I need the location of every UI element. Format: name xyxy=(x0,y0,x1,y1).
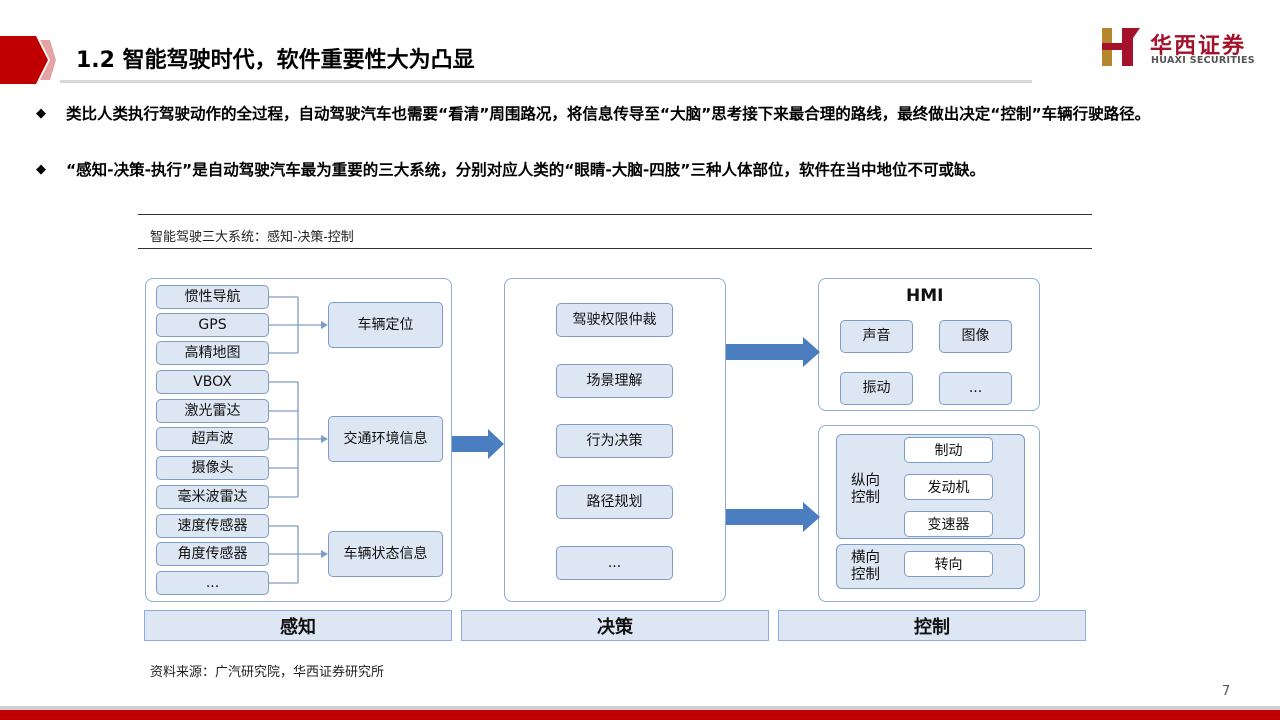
decision-item-box: ... xyxy=(556,546,673,580)
longitudinal-item-box: 制动 xyxy=(904,437,993,463)
sensor-box: 超声波 xyxy=(156,427,269,451)
control-label-bar: 控制 xyxy=(778,610,1086,641)
decision-label-bar: 决策 xyxy=(461,610,769,641)
title-divider xyxy=(60,80,1032,83)
longitudinal-item-box: 发动机 xyxy=(904,474,993,500)
sensor-box: 高精地图 xyxy=(156,341,269,365)
hmi-title: HMI xyxy=(906,286,944,306)
bullet-item: ◆ 类比人类执行驾驶动作的全过程，自动驾驶汽车也需要“看清”周围路况，将信息传导… xyxy=(36,102,1216,126)
figure-caption-rule xyxy=(138,248,1092,249)
figure-source: 资料来源：广汽研究院，华西证券研究所 xyxy=(150,665,385,680)
decision-item-box: 路径规划 xyxy=(556,485,673,519)
lateral-item-box: 转向 xyxy=(904,551,993,577)
sensor-box: 角度传感器 xyxy=(156,542,269,566)
sensor-box: 毫米波雷达 xyxy=(156,485,269,509)
decision-item-box: 行为决策 xyxy=(556,424,673,458)
figure-top-rule xyxy=(138,214,1092,215)
bullet-item: ◆ “感知-决策-执行”是自动驾驶汽车最为重要的三大系统，分别对应人类的“眼睛-… xyxy=(36,158,1216,182)
page-number: 7 xyxy=(1222,684,1231,699)
title-red-tab xyxy=(0,36,56,84)
perception-output-box: 车辆定位 xyxy=(328,302,443,348)
perception-label-bar: 感知 xyxy=(144,610,452,641)
sensor-box: 惯性导航 xyxy=(156,285,269,309)
footer-grey-band xyxy=(0,706,1280,710)
perception-output-box: 交通环境信息 xyxy=(328,416,443,462)
sensor-box: ... xyxy=(156,571,269,595)
decision-item-box: 驾驶权限仲裁 xyxy=(556,303,673,337)
diamond-bullet-icon: ◆ xyxy=(36,106,46,121)
sensor-box: 速度传感器 xyxy=(156,514,269,538)
sensor-box: GPS xyxy=(156,313,269,337)
brand-name-en: HUAXI SECURITIES xyxy=(1151,55,1255,66)
hmi-item-box: 图像 xyxy=(939,320,1012,353)
longitudinal-item-box: 变速器 xyxy=(904,511,993,537)
bullet-text: 类比人类执行驾驶动作的全过程，自动驾驶汽车也需要“看清”周围路况，将信息传导至“… xyxy=(66,105,1151,123)
perception-output-box: 车辆状态信息 xyxy=(328,531,443,577)
longitudinal-control-label: 纵向控制 xyxy=(851,473,880,506)
hmi-item-box: 振动 xyxy=(840,372,913,405)
bullet-text: “感知-决策-执行”是自动驾驶汽车最为重要的三大系统，分别对应人类的“眼睛-大脑… xyxy=(66,161,985,179)
decision-item-box: 场景理解 xyxy=(556,364,673,398)
sensor-box: 摄像头 xyxy=(156,456,269,480)
hmi-item-box: ... xyxy=(939,372,1012,405)
page-title: 1.2 智能驾驶时代，软件重要性大为凸显 xyxy=(76,48,475,73)
sensor-box: VBOX xyxy=(156,370,269,394)
diamond-bullet-icon: ◆ xyxy=(36,162,46,177)
footer-red-band xyxy=(0,710,1280,720)
brand-name-cn: 华西证券 xyxy=(1150,34,1247,59)
figure-caption: 智能驾驶三大系统：感知-决策-控制 xyxy=(150,230,354,245)
lateral-control-label: 横向控制 xyxy=(851,550,880,583)
sensor-box: 激光雷达 xyxy=(156,399,269,423)
hmi-item-box: 声音 xyxy=(840,320,913,353)
huaxi-logo-icon xyxy=(1102,28,1140,66)
